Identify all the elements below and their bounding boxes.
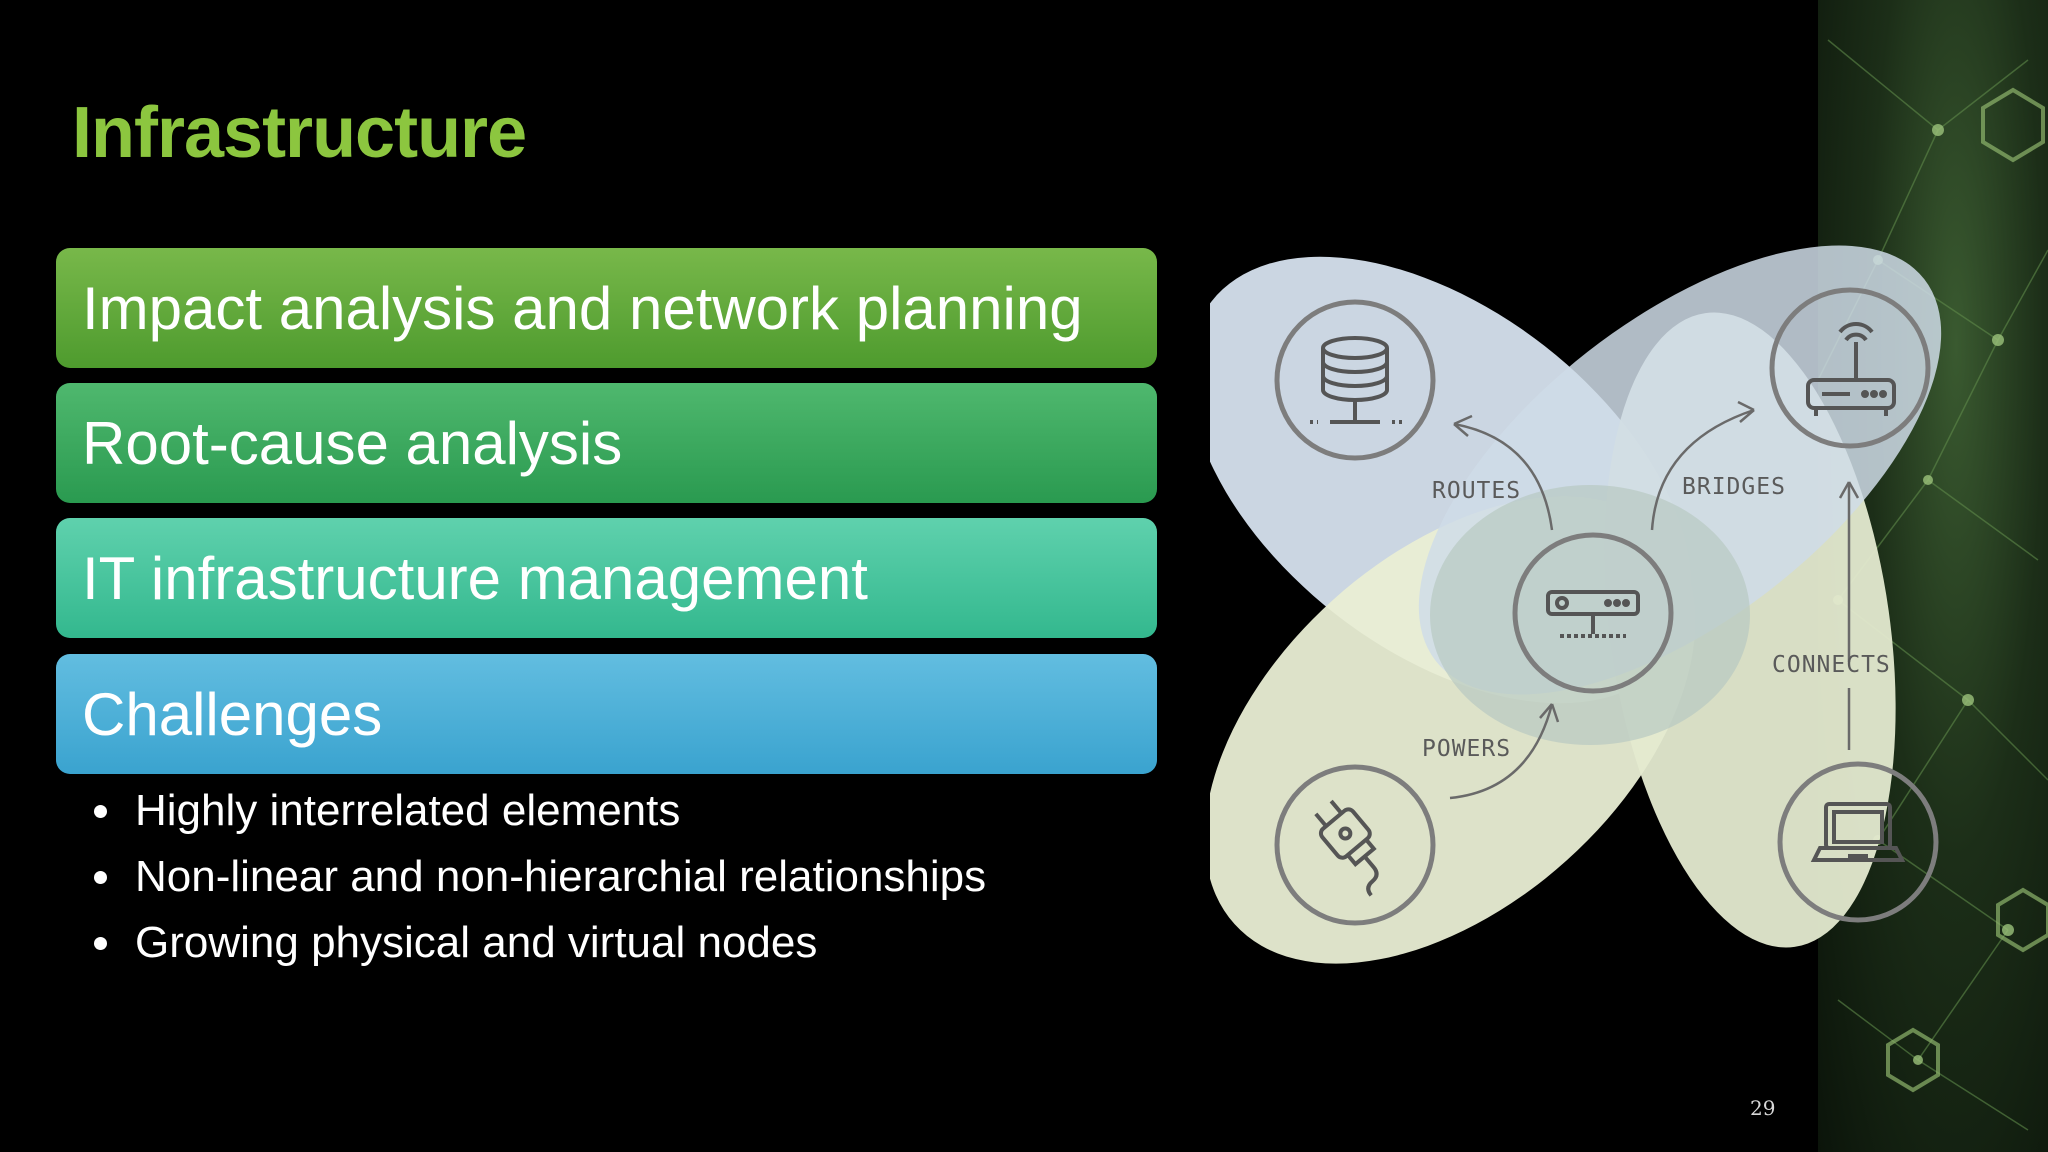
powers-arrow (1449, 703, 1554, 800)
router-icon (1806, 322, 1896, 416)
bar-label: IT infrastructure management (82, 544, 868, 612)
page-number: 29 (1750, 1096, 1776, 1120)
laptop-icon (1810, 802, 1906, 862)
database-icon (1310, 336, 1402, 424)
bridges-arrow (1650, 408, 1755, 531)
powers-label: POWERS (1422, 736, 1511, 762)
bullet-item: Highly interrelated elements (90, 778, 986, 844)
bullet-dot-icon (94, 870, 107, 884)
challenges-bar: Challenges (56, 654, 1157, 774)
infrastructure-graph-diagram: ROUTES BRIDGES CONNECTS POWERS (1210, 245, 1942, 964)
bullet-item: Non-linear and non-hierarchial relations… (90, 844, 986, 910)
bullet-dot-icon (94, 804, 107, 818)
slide-title: Infrastructure (72, 93, 527, 173)
connects-label: CONNECTS (1772, 652, 1891, 678)
server-icon (1546, 590, 1640, 638)
power-plug-icon (1314, 799, 1379, 897)
bridges-label: BRIDGES (1682, 474, 1786, 500)
network-pattern-graphic (1818, 39, 2048, 1131)
bar-label: Root-cause analysis (82, 409, 623, 477)
bar-label: Challenges (82, 680, 383, 748)
root-cause-analysis-bar: Root-cause analysis (56, 383, 1157, 503)
routes-label: ROUTES (1432, 478, 1521, 504)
bullet-dot-icon (94, 936, 107, 950)
challenges-bullet-list: Highly interrelated elements Non-linear … (90, 778, 986, 976)
bullet-item: Growing physical and virtual nodes (90, 910, 986, 976)
impact-analysis-bar: Impact analysis and network planning (56, 248, 1157, 368)
it-infrastructure-management-bar: IT infrastructure management (56, 518, 1157, 638)
routes-arrow (1453, 422, 1554, 531)
bar-label: Impact analysis and network planning (82, 274, 1083, 342)
